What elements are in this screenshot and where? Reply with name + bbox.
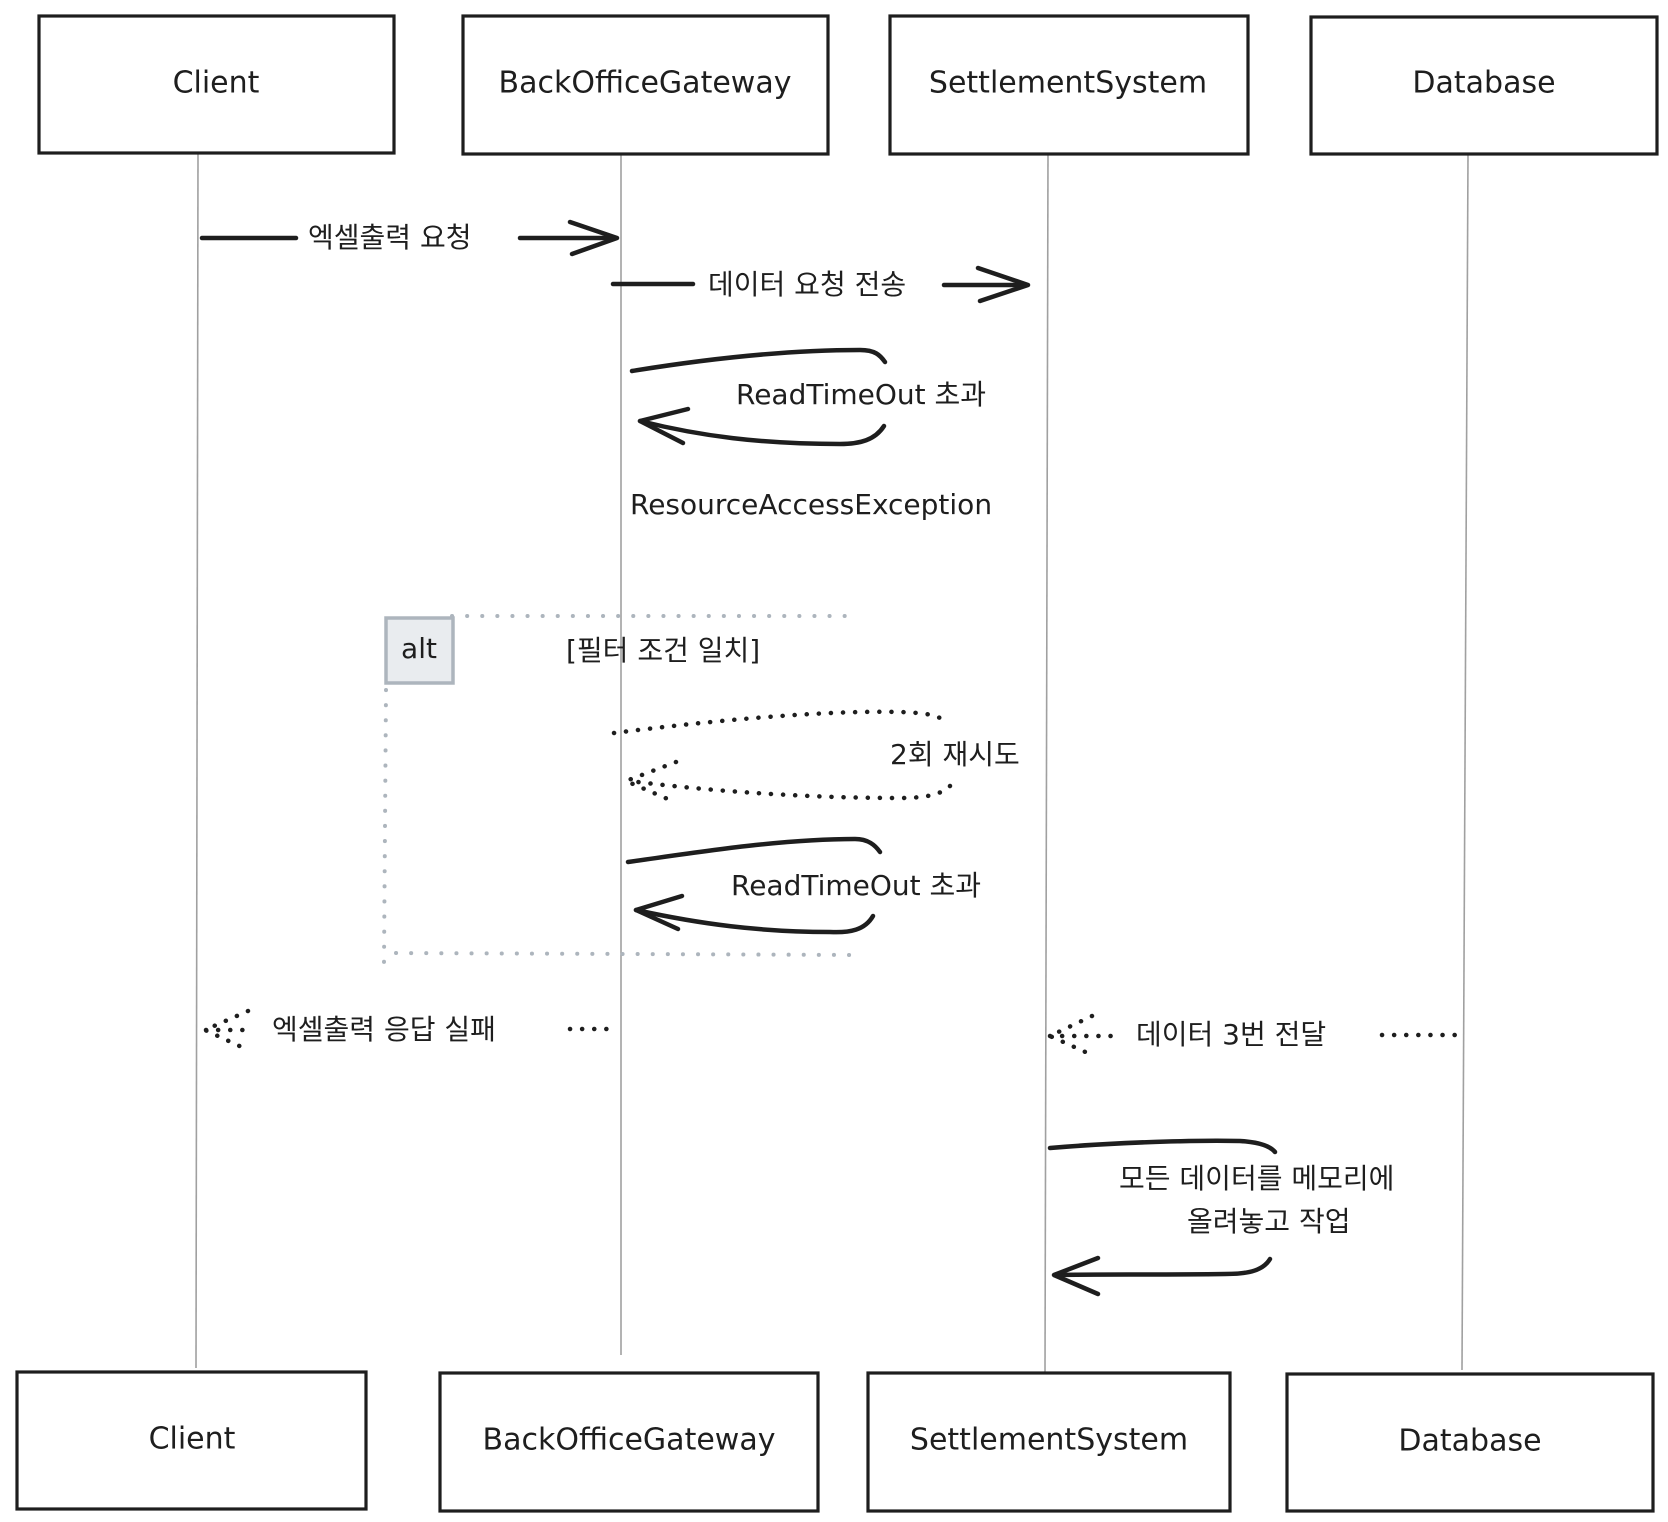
self-message-line (637, 418, 887, 447)
actor-label: SettlementSystem (929, 66, 1207, 101)
message-excel-request[interactable]: 엑셀출력 요청 (199, 219, 620, 257)
self-message-line (625, 836, 883, 865)
actor-database-top[interactable]: Database (1309, 15, 1659, 156)
message-retry[interactable]: 2회 재시도 (611, 709, 1020, 803)
arrowhead-icon (637, 406, 691, 446)
actor-settlement-top[interactable]: SettlementSystem (888, 14, 1250, 156)
message-data-delivered[interactable]: 데이터 3번 전달 (1044, 1013, 1461, 1058)
actor-label: Database (1412, 66, 1555, 101)
message-readtimeout-1[interactable]: ReadTimeOut 초과 (629, 347, 986, 447)
arrowhead-icon (199, 1008, 251, 1053)
message-label: ReadTimeOut 초과 (731, 869, 981, 902)
message-label: 데이터 요청 전송 (708, 268, 906, 301)
message-label: 데이터 3번 전달 (1136, 1018, 1326, 1051)
exception-label: ResourceAccessException (630, 488, 992, 521)
message-data-request[interactable]: 데이터 요청 전송 (610, 265, 1031, 304)
fragment-guard: [필터 조건 일치] (566, 634, 760, 667)
arrowhead-icon (633, 893, 685, 932)
actor-label: BackOfficeGateway (499, 66, 792, 101)
arrowhead-icon (1044, 1013, 1095, 1058)
arrowhead-icon (620, 759, 679, 803)
arrowhead-icon (567, 219, 620, 257)
message-label-line-1: 모든 데이터를 메모리에 (1119, 1162, 1394, 1195)
actor-gateway-top[interactable]: BackOfficeGateway (461, 14, 830, 156)
actor-label: BackOfficeGateway (483, 1423, 776, 1458)
message-label-line-2: 올려놓고 작업 (1187, 1205, 1350, 1238)
actor-label: Database (1398, 1424, 1541, 1459)
self-message-line (633, 907, 876, 935)
fragment-border (382, 688, 388, 964)
actor-client-top[interactable]: Client (37, 14, 396, 155)
message-label: 엑셀출력 응답 실패 (272, 1013, 496, 1046)
self-message-line (1047, 1138, 1278, 1155)
actor-settlement-bottom[interactable]: SettlementSystem (866, 1371, 1232, 1513)
message-label: 엑셀출력 요청 (308, 221, 471, 254)
arrowhead-icon (975, 265, 1031, 304)
self-message-line (627, 778, 953, 801)
message-readtimeout-2[interactable]: ReadTimeOut 초과 (625, 836, 981, 935)
actor-gateway-bottom[interactable]: BackOfficeGateway (438, 1371, 820, 1513)
lifeline-client (195, 152, 199, 1369)
actor-database-bottom[interactable]: Database (1285, 1372, 1655, 1513)
actor-label: Client (149, 1422, 236, 1457)
message-label: 2회 재시도 (890, 738, 1020, 771)
actor-label: Client (173, 66, 260, 101)
lifeline-database (1461, 154, 1469, 1371)
actor-client-bottom[interactable]: Client (15, 1370, 368, 1511)
fragment-operator: alt (401, 632, 437, 665)
fragment-border (394, 951, 864, 957)
self-message-line (629, 347, 888, 374)
actor-label: SettlementSystem (910, 1423, 1188, 1458)
self-message-line (611, 709, 948, 736)
message-excel-response-failure[interactable]: 엑셀출력 응답 실패 (199, 1008, 618, 1053)
fragment-operator-box (384, 616, 455, 685)
arrowhead-icon (1051, 1255, 1101, 1297)
message-load-into-memory[interactable]: 모든 데이터를 메모리에 올려놓고 작업 (1047, 1138, 1394, 1297)
alt-fragment: alt [필터 조건 일치] (382, 614, 864, 964)
lifeline-settlement (1044, 152, 1049, 1373)
self-message-line (1053, 1256, 1273, 1278)
message-label: ReadTimeOut 초과 (736, 378, 986, 411)
